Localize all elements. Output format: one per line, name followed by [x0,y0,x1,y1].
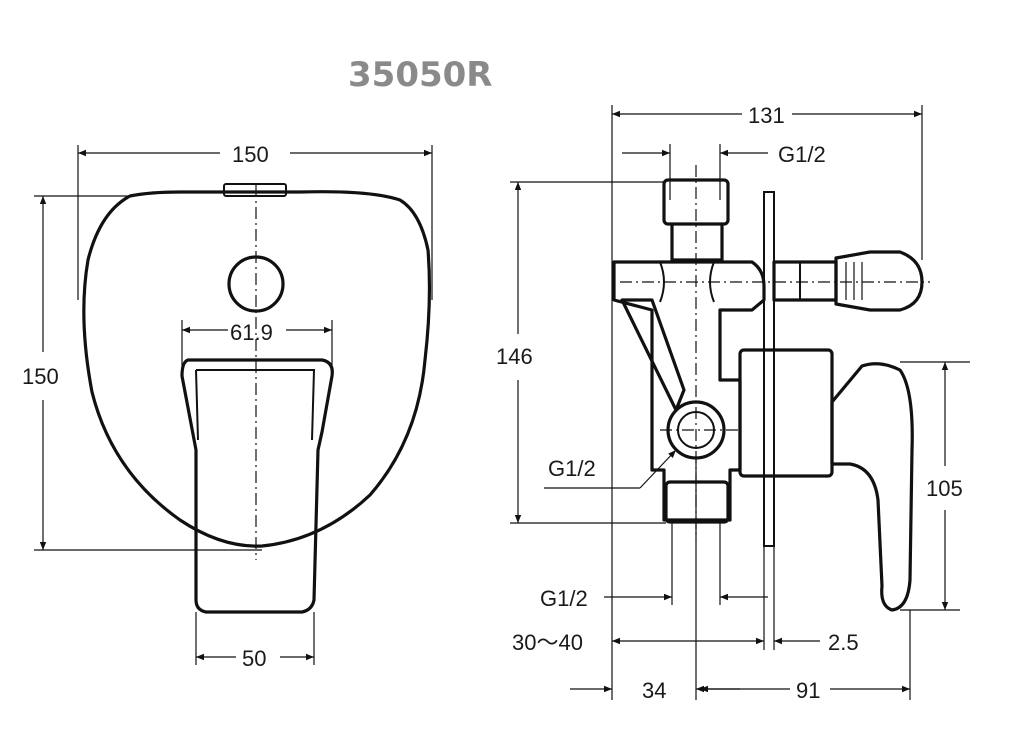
lever-inner [195,369,316,441]
side-depth-label: 131 [748,103,785,128]
top-thread-label: G1/2 [778,142,826,167]
handle-height-label: 105 [926,476,963,501]
bottom-outlet [664,480,730,524]
front-view: 150 150 61.9 50 [22,142,433,671]
side-height-label: 146 [496,344,533,369]
valve-body [612,260,766,522]
handle-width-label: 61.9 [230,320,273,345]
front-height-label: 150 [22,364,59,389]
cover-plate [82,190,432,548]
right-offset-label: 91 [796,678,820,703]
handle-housing [738,348,834,478]
diverter-knob-side [834,250,924,312]
lever-outer [180,358,334,614]
front-width-label: 150 [232,142,269,167]
left-offset-label: 34 [642,678,666,703]
top-inlet [662,178,730,226]
plate-thickness-label: 2.5 [828,630,859,655]
side-view: 131 G1/2 146 G1/2 G1/2 30～40 2.5 [496,103,970,703]
diverter-stem [772,260,838,302]
side-lever [830,362,914,612]
wall-range-label: 30～40 [512,630,583,655]
top-cap [223,183,287,197]
lever-width-label: 50 [242,646,266,671]
side-thread-label: G1/2 [548,456,596,481]
wall-plate [763,191,775,547]
model-number: 35050R [348,55,492,95]
bottom-thread-label: G1/2 [540,586,588,611]
